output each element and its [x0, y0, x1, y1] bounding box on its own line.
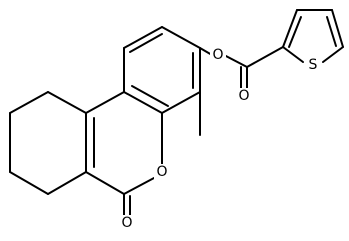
- bond: [223, 54, 248, 68]
- bonds: [9, 9, 344, 217]
- bond: [47, 171, 87, 195]
- bond: [282, 9, 298, 48]
- bond: [9, 171, 49, 195]
- bond: [326, 16, 337, 47]
- thiophene-sulfur-label: S: [309, 57, 318, 73]
- bond: [282, 46, 304, 63]
- bond: [85, 91, 125, 114]
- bond: [161, 26, 201, 49]
- bond: [161, 91, 201, 114]
- ring-oxygen-label: O: [156, 164, 167, 180]
- bond: [123, 91, 163, 114]
- bond: [288, 16, 302, 48]
- ester-oxygen-label: O: [212, 47, 223, 63]
- bond: [131, 85, 169, 107]
- bond: [85, 171, 125, 195]
- bond: [129, 33, 163, 53]
- ester-carbonyl-oxygen-label: O: [238, 88, 249, 104]
- bond: [322, 46, 344, 63]
- bond: [331, 9, 344, 48]
- atom-labels: O O S O O: [119, 47, 321, 231]
- lactone-carbonyl-oxygen-label: O: [121, 215, 132, 231]
- bond: [123, 26, 163, 49]
- bond: [9, 91, 49, 114]
- bond: [47, 91, 87, 114]
- bond: [123, 177, 155, 195]
- bond: [246, 46, 284, 68]
